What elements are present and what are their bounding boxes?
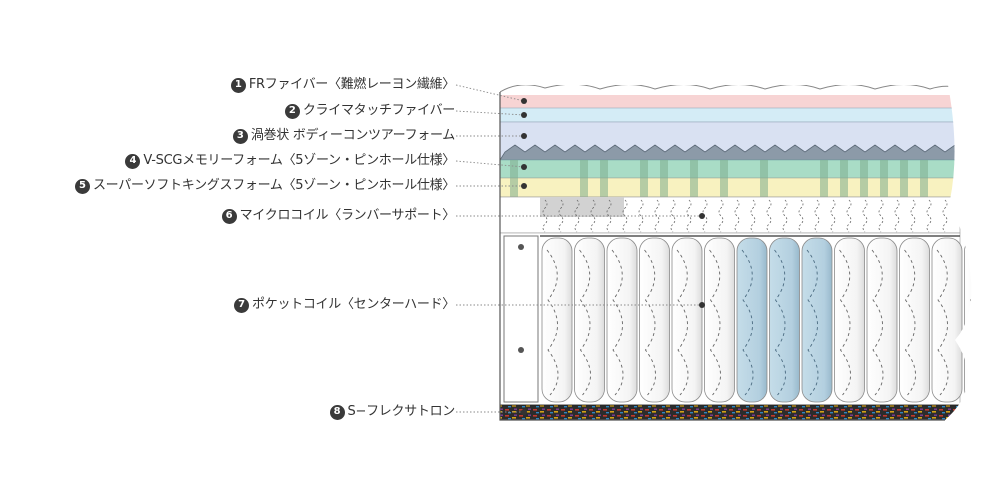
pinhole-column [640,160,648,197]
layer-label-4: 4 V-SCGメモリーフォーム〈5ゾーン・ピンホール仕様〉 [125,152,455,170]
pinhole-column [580,160,588,197]
pinhole-column [690,160,698,197]
leader-dot [521,409,527,415]
leader-dot [521,133,527,139]
pocket-coil [801,237,833,403]
micro-coil-spring [734,199,740,233]
micro-coil-spring [926,199,932,233]
mattress-outline [499,92,945,421]
pinhole-column [760,160,768,197]
frame-dot [518,244,524,250]
leader-dot [521,183,527,189]
leader-dot [699,213,705,219]
micro-coil-gray-zone [540,197,624,217]
micro-coil-spring [574,199,580,233]
leader-line [455,84,525,102]
pocket-coil-springs [540,235,972,403]
pinhole-column [510,160,518,197]
pocket-coil [931,237,963,403]
layer-label-6: 6 マイクロコイル〈ランバーサポート〉 [221,207,456,225]
micro-coil-spring [686,199,692,233]
pocket-coil [606,237,638,403]
leader-dot [521,98,527,104]
leader-dot [699,302,705,308]
layer-label-text: V-SCGメモリーフォーム〈5ゾーン・ピンホール仕様〉 [143,153,455,168]
pocket-coil [639,237,670,403]
pinhole-column [880,160,888,197]
micro-coil-spring [638,199,644,233]
pocket-coil [574,237,605,403]
frame-dot [518,347,524,353]
pocket-coil [769,237,800,403]
micro-coil-spring [782,199,788,233]
pocket-coil [899,237,930,403]
pocket-coil [964,237,972,403]
layer-number-badge: 2 [284,103,300,119]
layer-label-1: 1 FRファイバー〈難燃レーヨン繊維〉 [230,76,455,94]
layer-label-text: FRファイバー〈難燃レーヨン繊維〉 [248,77,455,92]
pinhole-column [660,160,668,197]
leader-lines [455,84,705,415]
layer-vscg-memory [500,159,961,179]
micro-coil-spring [766,199,772,233]
micro-coil-spring [814,199,820,233]
leader-dot [521,112,527,118]
pinhole-column [600,160,608,197]
coil-wire [969,249,972,396]
layer-label-text: S−フレクサトロン [347,404,456,419]
micro-coil-spring [830,199,836,233]
leader-line [455,160,525,168]
pocket-coil [541,237,573,403]
layer-label-text: 渦巻状 ボディーコンツアーフォーム [250,128,455,143]
layer-label-2: 2 クライマタッチファイバー [284,102,455,120]
pinhole-column [900,160,908,197]
leader-dot [521,164,527,170]
layer-label-text: マイクロコイル〈ランバーサポート〉 [239,208,456,223]
micro-coil-spring [942,199,948,233]
pinhole-column [840,160,848,197]
micro-coil-spring [750,199,756,233]
micro-coil-spring [798,199,804,233]
micro-coil-spring [894,199,900,233]
micro-coil-spring [718,199,724,233]
micro-coil-spring [606,199,612,233]
pocket-coil [671,237,703,403]
pocket-coil [704,237,735,403]
micro-coil-spring [862,199,868,233]
pinhole-column [920,160,928,197]
layer-climate-touch [500,107,961,123]
micro-coil-spring [846,199,852,233]
layer-number-badge: 3 [232,128,248,144]
layer-label-text: クライマタッチファイバー [302,103,455,118]
pinhole-column [860,160,868,197]
layer-number-badge: 6 [221,208,237,224]
layer-label-text: スーパーソフトキングスフォーム〈5ゾーン・ピンホール仕様〉 [92,178,455,193]
layer-number-badge: 1 [230,77,246,93]
layer-number-badge: 5 [74,178,90,194]
layer-label-7: 7 ポケットコイル〈センターハード〉 [234,296,455,314]
layer-label-8: 8 S−フレクサトロン [329,403,456,421]
layer-fr-fiber-band [500,95,960,108]
micro-coil-spring [878,199,884,233]
layer-s-flex-base [500,404,961,420]
pocket-coil [834,237,865,403]
leader-line [455,110,525,116]
edge-support-frame [503,235,539,403]
layer-number-badge: 7 [234,297,250,313]
layer-number-badge: 4 [125,153,141,169]
layer-label-5: 5 スーパーソフトキングスフォーム〈5ゾーン・ピンホール仕様〉 [74,177,455,195]
pinhole-columns [510,160,928,197]
layer-label-3: 3 渦巻状 ボディーコンツアーフォーム [232,127,455,145]
layer-label-text: ポケットコイル〈センターハード〉 [252,297,455,312]
egg-crate-edge [500,144,961,161]
pocket-coil [736,237,768,403]
pinhole-column [820,160,828,197]
pinhole-column [720,160,728,197]
layer-super-soft [500,177,961,198]
layer-number-badge: 8 [329,404,345,420]
micro-coil-spring [910,199,916,233]
pocket-coil [866,237,898,403]
